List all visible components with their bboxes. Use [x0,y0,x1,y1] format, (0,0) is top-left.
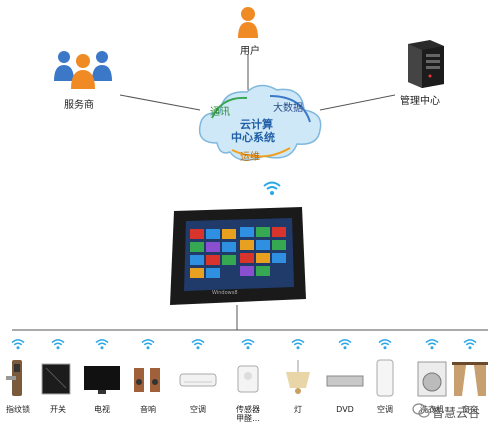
user-label: 用户 [240,46,260,57]
speaker-label: 音响 [140,405,156,414]
cloud-petal-communication: 通讯 [210,107,230,118]
wifi-icon [50,338,66,350]
wifi-icon [190,338,206,350]
cloud-computing-center [192,78,327,168]
curtain-label: 窗帘 [462,405,478,414]
provider-label: 服务商 [64,100,94,111]
tablet-brand: Windows8 [212,290,238,296]
air-conditioner-stand-icon [365,358,405,398]
air-conditioner-wall-label: 空调 [190,405,206,414]
wifi-icon [424,338,440,350]
user-icon [236,5,260,39]
wifi-icon [240,338,256,350]
tv-label: 电视 [94,405,110,414]
tablet-device [168,207,308,307]
cloud-petal-bigdata: 大数据 [273,103,303,114]
washer-icon [412,358,452,398]
speaker-icon [128,358,168,398]
sensor-label: 传感器 甲醛... [236,405,260,423]
wifi-icon [337,338,353,350]
switch-label: 开关 [50,405,66,414]
management-label: 管理中心 [400,96,440,107]
server-icon [400,38,446,88]
wifi-icon [462,338,478,350]
dvd-icon [325,358,365,398]
wifi-icon [140,338,156,350]
washer-label: 洗衣机 [420,405,444,414]
curtain-icon [450,358,490,398]
fingerprint-lock-label: 指纹锁 [6,405,30,414]
cloud-center-line2: 中心系统 [231,131,275,144]
wechat-icon [412,403,430,419]
wifi-icon [377,338,393,350]
air-conditioner-stand-label: 空调 [377,405,393,414]
dvd-label: DVD [336,405,354,414]
sensor-icon [228,358,268,398]
wifi-icon [94,338,110,350]
wifi-icon [262,180,282,196]
provider-group-icon [52,47,114,89]
wifi-icon [290,338,306,350]
air-conditioner-wall-icon [178,358,218,398]
wifi-icon [10,338,26,350]
tv-icon [82,358,122,398]
cloud-center-line1: 云计算 [240,118,273,131]
switch-icon [38,358,78,398]
lamp-label: 灯 [294,405,302,414]
lamp-icon [278,358,318,398]
watermark-text: 智慧云谷 [432,406,481,420]
cloud-petal-operations: 运维 [240,152,260,163]
fingerprint-lock-icon [0,358,38,398]
